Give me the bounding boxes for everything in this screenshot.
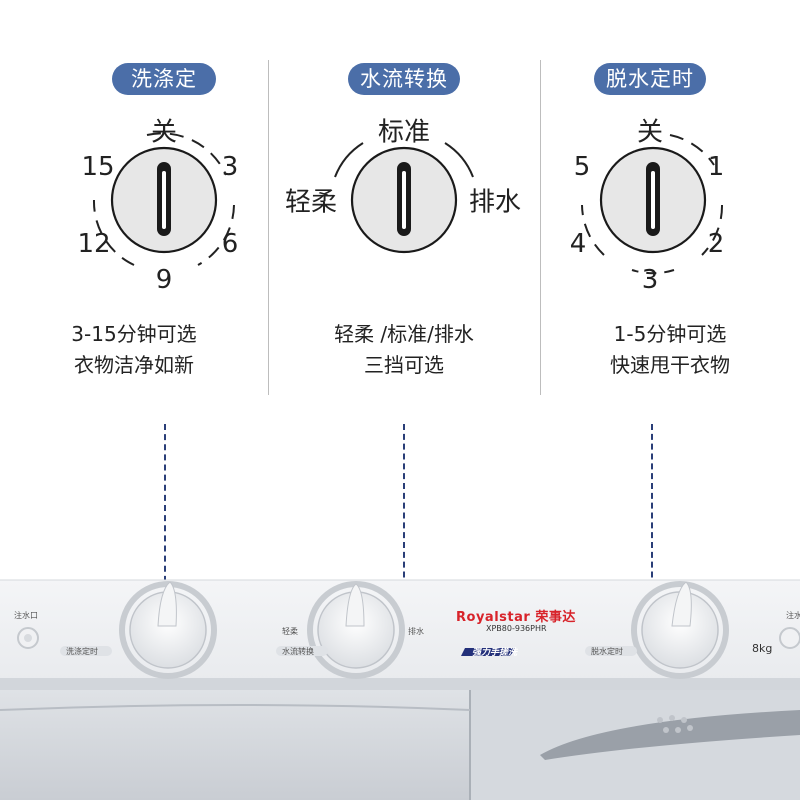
panel-divider	[540, 60, 541, 395]
spin-label-2: 2	[707, 229, 725, 259]
spin-timer-title: 脱水定时	[594, 63, 706, 95]
spin-label-off: 关	[636, 117, 664, 148]
dial-label-15: 15	[81, 152, 115, 182]
knob-label-flow: 水流转换	[282, 647, 314, 656]
washing-machine-panel: 注水口 注水 洗涤定时 水流转换 脱水定时 轻柔 排水 Royalstar 荣事…	[0, 560, 800, 800]
spin-label-4: 4	[569, 229, 587, 259]
inlet-right-label: 注水	[786, 611, 800, 620]
model-number: XPB80-936PHR	[486, 624, 547, 633]
water-flow-panel: 水流转换 标准 轻柔 排水 轻柔 /标准/排水 三挡可选	[268, 0, 540, 400]
wash-desc-line2: 衣物洁净如新	[74, 353, 194, 377]
dial-label-3: 3	[221, 152, 239, 182]
flow-label-drain: 排水	[468, 187, 522, 218]
leader-line-flow	[403, 424, 405, 607]
brand-cn: 荣事达	[535, 610, 576, 625]
dial-label-9: 9	[155, 265, 173, 295]
dial-graphic	[92, 132, 235, 266]
wash-timer-title: 洗涤定时	[112, 63, 216, 123]
dial-label-12: 12	[77, 229, 111, 259]
spin-timer-dial: 关 1 2 3 4 5	[570, 105, 732, 296]
knob-label-spin: 脱水定时	[591, 647, 623, 656]
spin-label-1: 1	[707, 152, 725, 182]
spin-desc-line1: 1-5分钟可选	[613, 322, 727, 346]
dial-label-off: 关	[150, 117, 178, 148]
wash-timer-dial: 关 3 6 9 12 15	[77, 105, 244, 296]
spin-timer-panel: 脱水定时 关 1 2 3 4 5 1-5分钟可选 快速甩干衣物	[540, 0, 800, 400]
dial-graphic	[334, 142, 474, 254]
dial-graphic	[581, 134, 724, 275]
side-label-gentle: 轻柔	[282, 627, 298, 636]
capacity-label: 8kg	[752, 642, 773, 655]
water-flow-title: 水流转换	[348, 63, 460, 95]
spin-label-5: 5	[573, 152, 591, 182]
wash-desc-line1: 3-15分钟可选	[71, 322, 197, 346]
leader-line-spin	[651, 424, 653, 607]
water-flow-dial: 标准 轻柔 排水	[285, 105, 521, 294]
flow-label-gentle: 轻柔	[284, 187, 338, 218]
brand-en: Royalstar	[456, 610, 531, 625]
spin-label-3: 3	[641, 265, 659, 295]
side-label-drain: 排水	[408, 627, 424, 636]
slogan: 强力手搓洗	[472, 648, 518, 658]
inlet-left-label: 注水口	[14, 611, 38, 620]
wash-timer-panel: 洗涤定时 关 3 6 9 12 15 3-15分钟可选 衣物洁净如新	[0, 0, 268, 400]
machine-body	[0, 579, 800, 800]
flow-label-standard: 标准	[377, 117, 431, 148]
spin-desc-line2: 快速甩干衣物	[610, 353, 730, 377]
knob-label-wash: 洗涤定时	[66, 647, 98, 656]
flow-desc-line2: 三挡可选	[364, 353, 444, 377]
panel-divider	[268, 60, 269, 395]
leader-line-wash	[164, 424, 166, 592]
flow-desc-line1: 轻柔 /标准/排水	[334, 322, 474, 346]
dial-label-6: 6	[221, 229, 239, 259]
brand-logo: Royalstar 荣事达	[456, 606, 576, 625]
